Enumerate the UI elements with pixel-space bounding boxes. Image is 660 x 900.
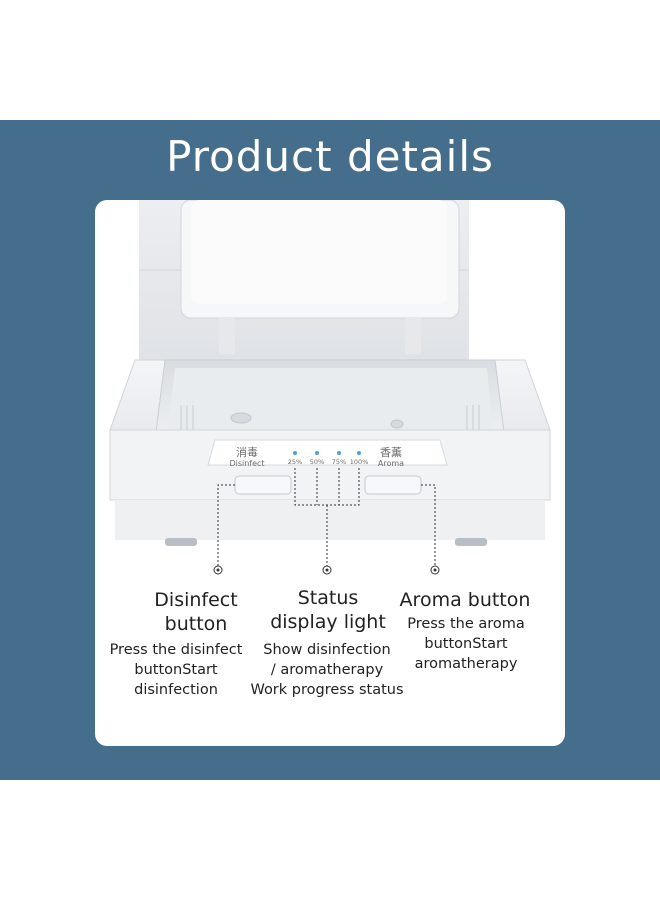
disinfect-description: Press the disinfect buttonStart disinfec…: [109, 642, 243, 698]
lid: [139, 200, 469, 360]
page-title: Product details: [166, 132, 494, 181]
aroma-title: Aroma button: [399, 589, 531, 611]
status-description: Show disinfection / aromatherapy Work pr…: [250, 642, 404, 698]
level-label: 100%: [350, 458, 369, 466]
indicator-light: [315, 451, 319, 455]
aroma-description: Press the aroma buttonStart aromatherapy: [407, 616, 525, 672]
level-label: 50%: [310, 458, 324, 466]
callout-markers: [213, 565, 440, 575]
aroma-physical-button[interactable]: [364, 475, 422, 495]
disinfect-title: Disinfect button: [154, 589, 238, 635]
status-title: Status display light: [270, 587, 386, 633]
level-label: 25%: [288, 458, 302, 466]
aroma-en-label: Aroma: [378, 459, 404, 468]
product-card: 消毒 Disinfect 香薰 Aroma 25% 50% 75% 100%: [95, 200, 565, 746]
status-lights: 25% 50% 75% 100%: [288, 451, 369, 466]
disinfect-en-label: Disinfect: [229, 459, 264, 468]
base: [109, 359, 551, 546]
indicator-light: [337, 451, 341, 455]
disinfect-physical-button[interactable]: [234, 475, 292, 495]
callout-lines: [217, 468, 436, 570]
disinfect-cn-label: 消毒: [236, 445, 258, 459]
level-label: 75%: [332, 458, 346, 466]
sterilizer-box-illustration: 消毒 Disinfect 香薰 Aroma 25% 50% 75% 100%: [109, 200, 551, 570]
indicator-light: [293, 451, 297, 455]
aroma-cn-label: 香薰: [380, 445, 402, 459]
indicator-light: [357, 451, 361, 455]
